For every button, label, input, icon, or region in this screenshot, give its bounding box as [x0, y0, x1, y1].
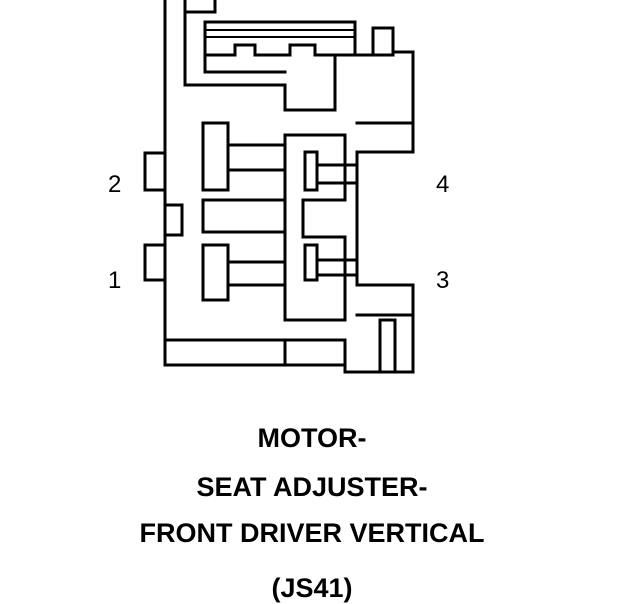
connector-body [163, 0, 415, 374]
caption-line-1: MOTOR- [257, 423, 367, 453]
pin-label-4: 4 [436, 171, 449, 198]
connector-latch [183, 0, 395, 112]
caption-line-2: SEAT ADJUSTER- [196, 472, 428, 502]
terminal-upper [201, 121, 359, 192]
pin-label-3: 3 [436, 267, 449, 294]
caption-line-3: FRONT DRIVER VERTICAL [139, 518, 485, 548]
center-slot [201, 198, 287, 234]
connector-left-tabs [143, 151, 184, 282]
connector-center [283, 133, 347, 322]
pin-label-2: 2 [108, 171, 121, 198]
terminal-lower [201, 243, 359, 302]
caption-line-4: (JS41) [271, 573, 353, 603]
pin-label-1: 1 [108, 267, 121, 294]
connector-right-side [355, 121, 415, 374]
